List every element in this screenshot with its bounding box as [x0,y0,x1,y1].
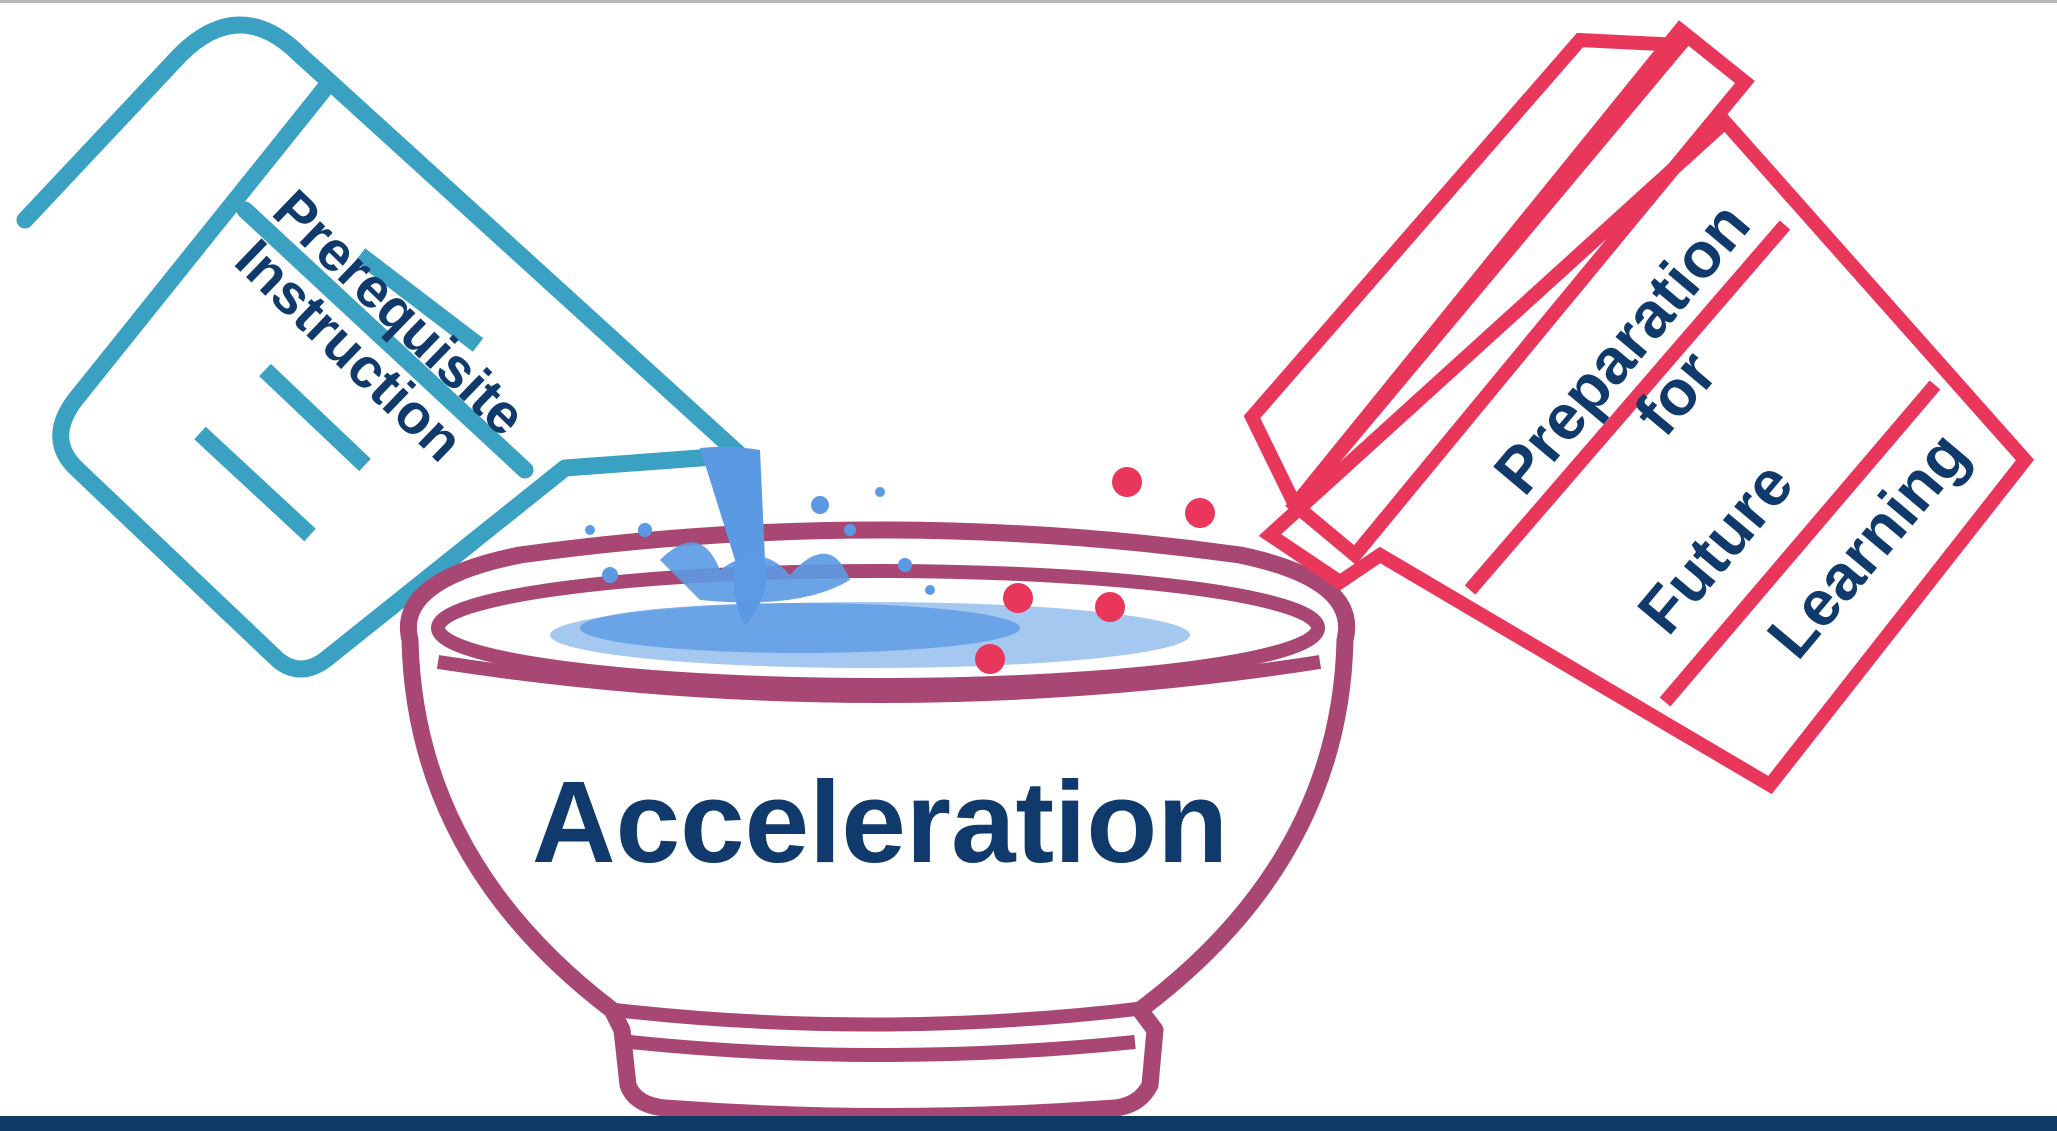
bowl-foot [614,1001,1146,1062]
box-body [1258,112,2035,795]
pitcher-icon [16,16,749,678]
pitcher-inner-edge [236,201,534,479]
pitcher-measure-lines [194,248,484,542]
pitcher-body [52,73,749,678]
box-icon [1243,20,2035,795]
bottom-bar [0,1116,2057,1131]
pitcher-handle [16,16,339,229]
liquid-splash [550,446,1190,668]
bowl-rim-underside [436,655,1322,703]
bowl-label: Acceleration [532,757,1228,887]
falling-dots [975,467,1215,674]
top-rule [0,0,2057,3]
box-side-flap [1285,20,1755,565]
